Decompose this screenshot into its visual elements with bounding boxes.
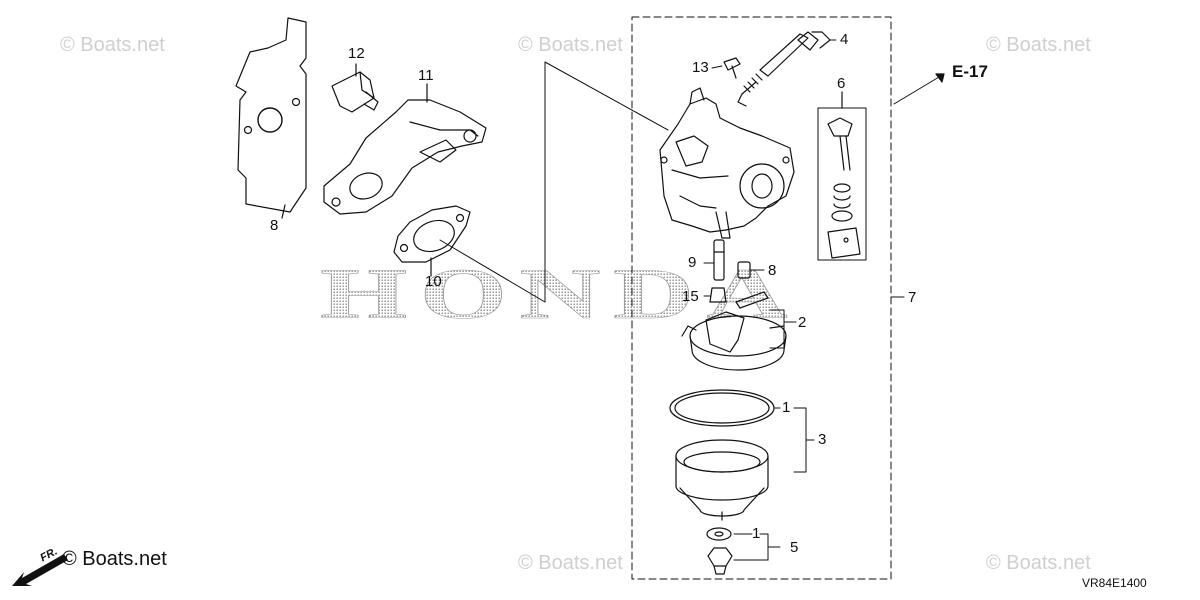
carburetor-body [659,87,795,239]
callout-4[interactable]: 4 [840,31,849,48]
leader-line-main [544,61,669,303]
front-direction-arrow [12,554,68,586]
part-13-pipe [331,63,379,113]
honda-background-logo: HONDA [320,254,800,335]
callout-9[interactable]: 9 [688,254,697,271]
watermark-top-center: © Boats.net [518,34,623,56]
callout-13[interactable]: 12 [348,45,365,62]
leader-line-11 [439,239,546,303]
callout-12[interactable]: 11 [418,67,434,84]
callout-3[interactable]: 3 [818,431,827,448]
callout-6[interactable]: 6 [837,75,846,92]
part-6-float-valve-set [817,91,867,261]
part-9-main-nozzle [703,239,725,281]
callout-15[interactable]: 15 [682,288,699,305]
callout-1-upper[interactable]: 1 [782,399,791,416]
part-8-slow-jet [737,261,765,279]
watermark-top-left: © Boats.net [60,34,165,56]
part-2-float [681,309,797,371]
callout-8[interactable]: 8 [768,262,777,279]
part-5-drain-bolt [707,547,769,575]
reference-arrow-e17 [893,73,945,105]
part-1-washer-lower [706,527,753,541]
callout-11[interactable]: 10 [425,273,442,290]
bracket-1-5 [759,533,781,561]
part-3-float-chamber [675,439,769,521]
float-pin [735,291,769,309]
part-15-main-jet [703,287,727,303]
part-10-insulator-gasket [235,17,307,219]
watermark-top-right: © Boats.net [986,34,1091,56]
bracket-1-3 [793,407,815,473]
part-1-float-chamber-gasket [669,389,781,427]
reference-label: E-17 [952,62,988,81]
callout-2[interactable]: 2 [798,314,807,331]
part-12-choke-bracket [323,83,487,215]
watermark-bottom-left: © Boats.net [62,548,167,570]
callout-14[interactable]: 13 [692,59,709,76]
callout-5[interactable]: 5 [790,539,799,556]
part-14-screw [711,57,741,79]
watermark-bottom-center: © Boats.net [518,552,623,574]
callout-10[interactable]: 8 [270,217,279,234]
part-4-screw-set [737,31,837,107]
watermark-bottom-right: © Boats.net [986,552,1091,574]
callout-7[interactable]: 7 [908,289,917,306]
honda-logo-text: HONDA [320,254,800,334]
diagram-code: VR84E1400 [1082,576,1147,590]
part-11-carburetor-gasket [393,205,471,277]
callout-1-lower[interactable]: 1 [752,525,761,542]
carburetor-assembly-frame [631,16,892,580]
